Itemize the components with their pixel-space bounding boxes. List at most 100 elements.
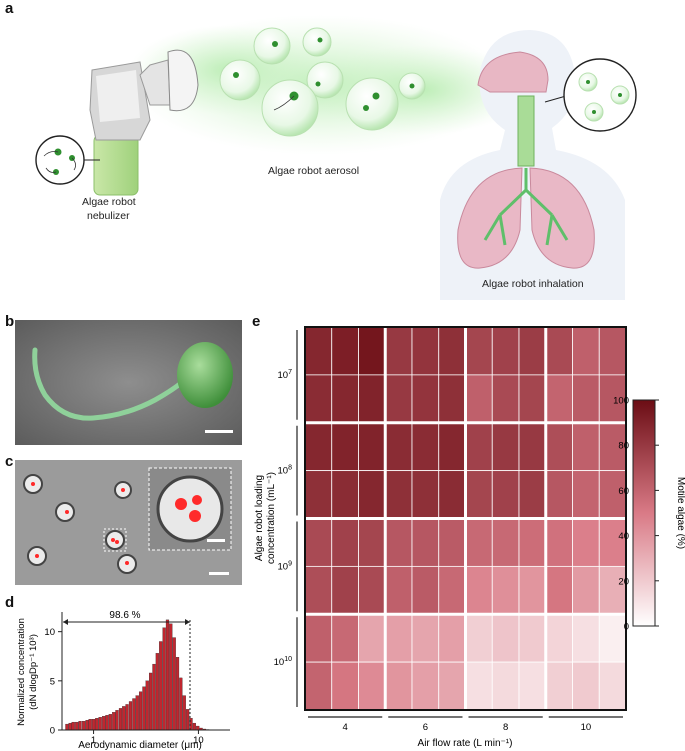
hist-bar <box>65 723 69 731</box>
colorbar-tick-label: 40 <box>618 531 629 542</box>
heatmap-y-label-line1: Algae robot loading <box>254 475 265 561</box>
heatmap-y-group-label: 107 <box>278 369 293 381</box>
hist-bar <box>142 686 146 731</box>
heatmap-cell <box>438 565 466 615</box>
heatmap-x-group-label: 4 <box>342 722 347 733</box>
heatmap-cell <box>411 565 440 615</box>
sem-micrograph <box>15 320 242 445</box>
hist-y-tick-label: 0 <box>50 726 55 737</box>
heatmap-cell <box>465 326 493 376</box>
hist-bar <box>182 695 186 731</box>
heatmap-cell <box>518 613 547 663</box>
hist-bar <box>75 721 79 731</box>
heatmap-cell <box>465 565 493 615</box>
heatmap-cell <box>572 470 600 519</box>
hist-x-tick-label: 10 <box>193 735 204 746</box>
hist-y-tick-label: 5 <box>50 676 55 687</box>
heatmap-cell <box>598 518 627 567</box>
hist-bar <box>155 653 159 731</box>
microscopy-image <box>15 460 242 585</box>
colorbar <box>632 399 656 627</box>
heatmap-cell <box>465 422 493 472</box>
heatmap-cell <box>331 470 359 519</box>
heatmap-y-group-label: 1010 <box>274 656 292 668</box>
hist-y-label-line2: (dN dlogDp⁻¹ 10³) <box>28 634 39 710</box>
hist-bar <box>118 708 123 731</box>
heatmap-cell <box>518 565 547 615</box>
heatmap-cell <box>358 518 386 567</box>
hist-bar <box>169 623 173 731</box>
heatmap-cell <box>572 374 600 424</box>
hist-bar <box>98 717 102 731</box>
hist-bar <box>112 712 116 731</box>
aerosol-label: Algae robot aerosol <box>268 165 360 177</box>
heatmap-cell <box>411 422 440 472</box>
hist-bar <box>186 709 190 731</box>
hist-bar <box>149 672 153 731</box>
hist-y-tick-label: 10 <box>44 627 55 638</box>
heatmap-cell <box>384 661 413 711</box>
colorbar-tick-label: 0 <box>624 622 629 633</box>
heatmap-cell <box>331 422 359 472</box>
heatmap-cell <box>304 470 333 519</box>
heatmap-cell <box>304 374 333 424</box>
heatmap-x-group-label: 10 <box>581 722 592 733</box>
heatmap-cell <box>598 565 627 615</box>
heatmap-cell <box>358 326 386 376</box>
heatmap-cell <box>358 661 386 711</box>
heatmap-cell <box>491 565 520 615</box>
heatmap-cell <box>572 565 600 615</box>
heatmap-cell <box>358 374 386 424</box>
heatmap-cell <box>331 613 359 663</box>
heatmap-cell <box>518 661 547 711</box>
heatmap-cell <box>491 613 520 663</box>
hist-bar <box>159 641 163 731</box>
hist-bar <box>88 719 92 731</box>
hist-bar <box>135 695 139 731</box>
hist-bar <box>68 722 72 731</box>
hist-bar <box>179 677 183 731</box>
heatmap-cell <box>491 326 520 376</box>
colorbar-tick-label: 20 <box>618 576 629 587</box>
hist-bar <box>105 715 109 731</box>
hist-bar <box>125 704 129 731</box>
heatmap-cell <box>358 470 386 519</box>
colorbar-tick-label: 100 <box>613 396 629 407</box>
heatmap-cell <box>545 326 573 376</box>
heatmap-cell <box>572 518 600 567</box>
heatmap-cell <box>438 518 466 567</box>
inhalation-label: Algae robot inhalation <box>482 278 584 290</box>
heatmap-cell <box>384 565 413 615</box>
heatmap-cell <box>518 518 547 567</box>
hist-bar <box>196 725 200 731</box>
heatmap-cell <box>304 422 333 472</box>
heatmap-cell <box>518 374 547 424</box>
panel-letter-d: d <box>5 594 15 611</box>
hist-bar <box>145 680 149 731</box>
heatmap-cell <box>518 422 547 472</box>
heatmap-frame <box>304 326 627 711</box>
colorbar-label: Motile algae (%) <box>675 477 685 549</box>
heatmap-cell <box>438 374 466 424</box>
heatmap-y-group-label: 109 <box>278 560 293 572</box>
heatmap-cell <box>545 661 573 711</box>
hist-y-label-line1: Normalized concentration <box>16 618 27 726</box>
heatmap-cell <box>518 326 547 376</box>
heatmap-cell <box>384 422 413 472</box>
heatmap-x-label: Air flow rate (L min⁻¹) <box>418 738 513 749</box>
heatmap-cell <box>358 422 386 472</box>
hist-bar <box>85 720 89 731</box>
heatmap-cell <box>491 422 520 472</box>
heatmap-cell <box>304 661 333 711</box>
heatmap-cell <box>384 326 413 376</box>
heatmap-cell <box>384 613 413 663</box>
hist-bar <box>162 627 166 731</box>
hist-bar <box>132 698 136 731</box>
heatmap-cell <box>598 661 627 711</box>
heatmap-cell <box>304 565 333 615</box>
hist-bar <box>115 710 119 731</box>
panel-letter-e: e <box>252 313 261 330</box>
heatmap-y-label-line2: concentration (mL⁻¹) <box>266 472 277 564</box>
heatmap-cell <box>411 613 440 663</box>
